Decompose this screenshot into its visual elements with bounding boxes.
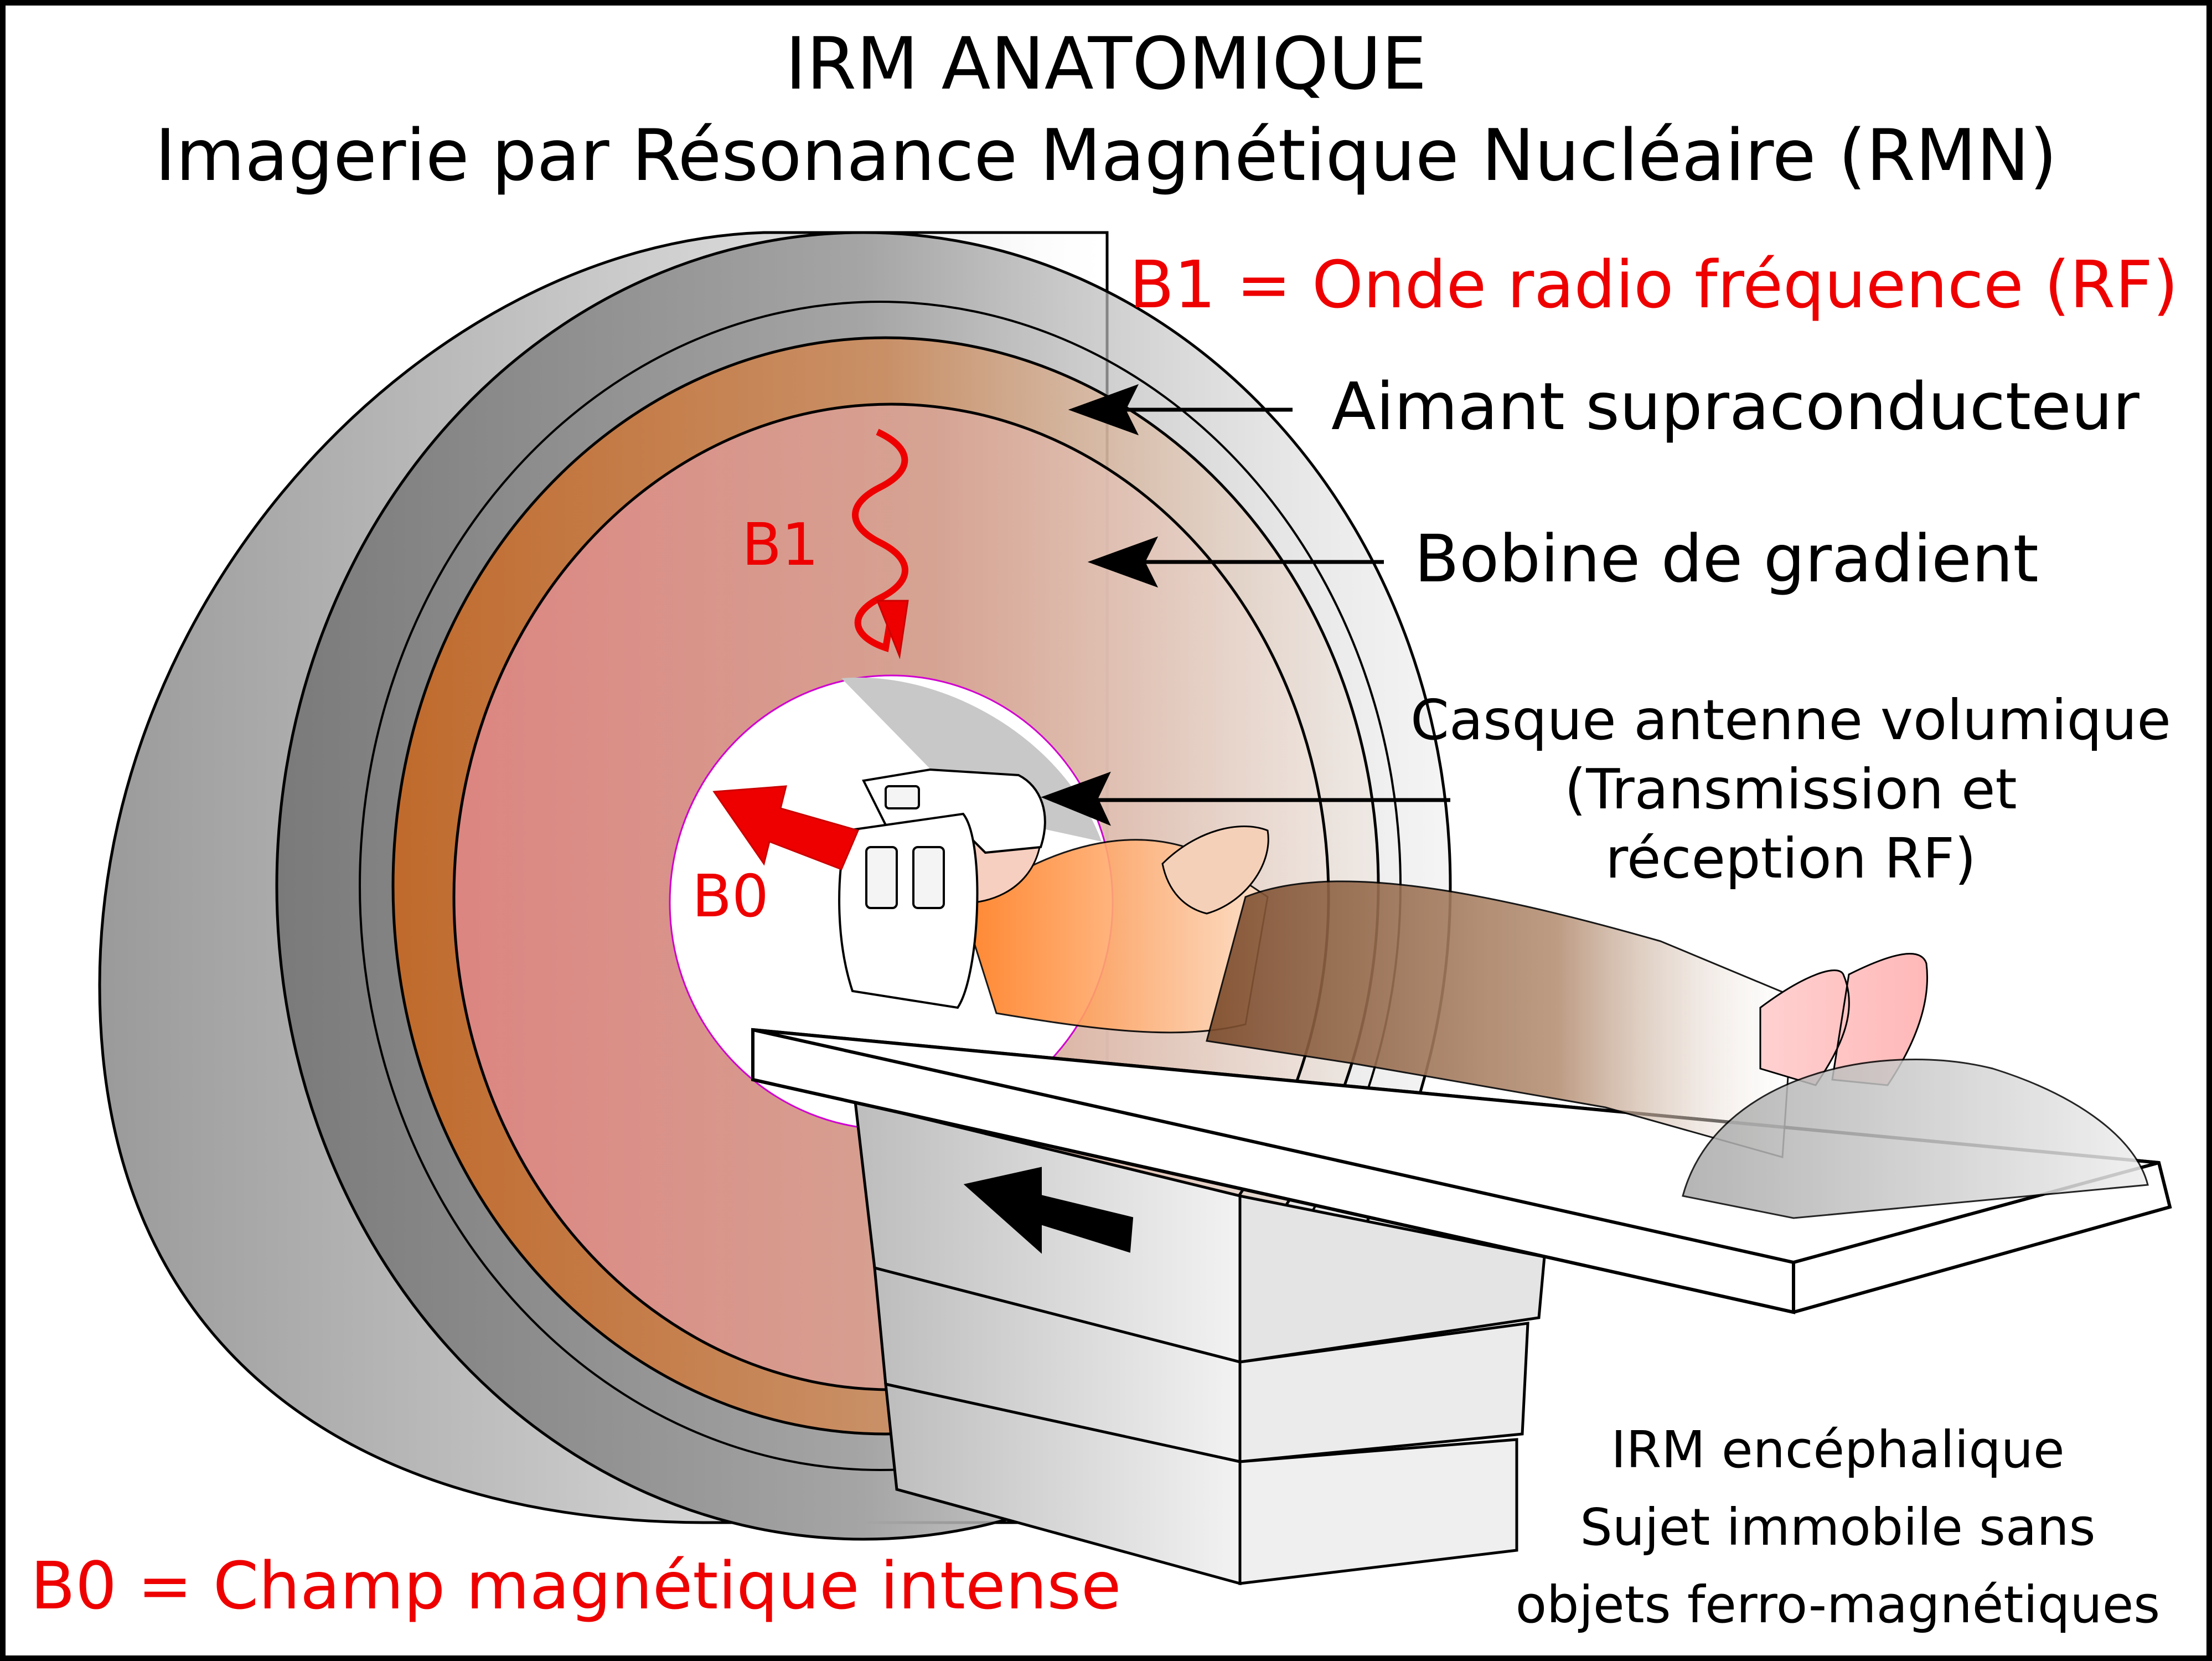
label-bobine: Bobine de gradient	[1414, 520, 2039, 597]
table-pedestal	[854, 1100, 1546, 1586]
note-line2: Sujet immobile sans	[1580, 1498, 2095, 1557]
note-line3: objets ferro-magnétiques	[1516, 1575, 2160, 1634]
legend-b1: B1 = Onde radio fréquence (RF)	[1129, 246, 2178, 323]
patient	[940, 783, 2149, 1219]
title-line1: IRM ANATOMIQUE	[785, 22, 1427, 106]
b1-arrowhead	[876, 600, 909, 659]
patient-arm	[1161, 826, 1269, 915]
marker-b1: B1	[742, 511, 819, 579]
patient-legs	[1206, 880, 1795, 1158]
label-aimant: Aimant supraconducteur	[1331, 368, 2139, 445]
foot-cushion	[1682, 1059, 2149, 1219]
note-line1: IRM encéphalique	[1611, 1420, 2064, 1479]
label-casque-line3: réception RF)	[1605, 826, 1976, 891]
legend-b0: B0 = Champ magnétique intense	[30, 1547, 1121, 1624]
label-casque-line1: Casque antenne volumique	[1410, 688, 2171, 752]
head-coil	[838, 768, 1046, 1009]
marker-b0: B0	[692, 863, 769, 930]
pointer-arrows	[1041, 384, 1450, 826]
table-direction-arrow	[963, 1167, 1134, 1254]
label-casque-line2: (Transmission et	[1564, 757, 2017, 822]
b1-wave-arrow	[852, 429, 908, 652]
b0-arrow	[712, 785, 860, 870]
title-line2: Imagerie par Résonance Magnétique Nucléa…	[155, 115, 2057, 197]
